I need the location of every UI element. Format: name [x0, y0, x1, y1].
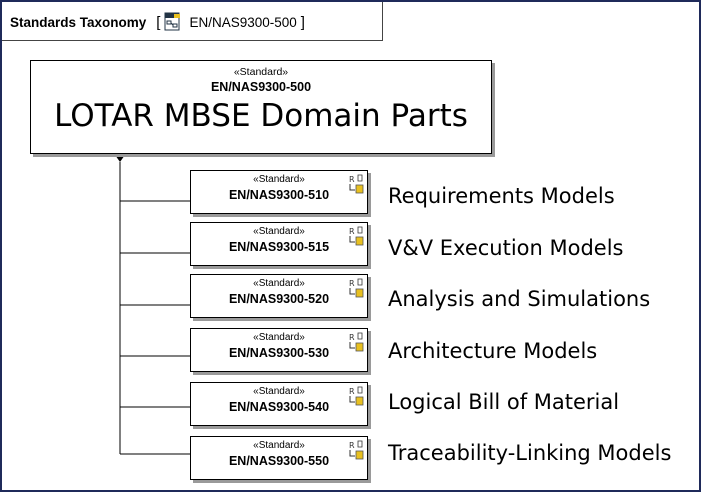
requirement-icon: R — [347, 439, 365, 461]
requirement-icon: R — [347, 385, 365, 407]
stereotype-label: «Standard» — [253, 332, 305, 343]
part-label: Requirements Models — [388, 184, 615, 208]
diagram-ref-label: EN/NAS9300-500 — [189, 14, 297, 30]
svg-text:R: R — [349, 175, 355, 184]
svg-text:R: R — [349, 441, 355, 450]
standard-code: EN/NAS9300-500 — [210, 80, 312, 94]
standard-code: EN/NAS9300-530 — [228, 346, 330, 360]
diagram-tab[interactable]: Standards Taxonomy [ EN/NAS9300-500 ] — [10, 8, 319, 36]
diagram-name: Standards Taxonomy — [10, 14, 147, 30]
requirement-icon: R — [347, 277, 365, 299]
svg-text:R: R — [349, 333, 355, 342]
standard-block-515[interactable]: «Standard» EN/NAS9300-515 R — [190, 222, 368, 266]
package-diagram-icon — [164, 12, 182, 32]
bracket-close: ] — [300, 13, 305, 31]
standard-code: EN/NAS9300-540 — [228, 400, 330, 414]
svg-text:R: R — [349, 279, 355, 288]
part-label: Traceability-Linking Models — [388, 441, 672, 465]
standard-block-510[interactable]: «Standard» EN/NAS9300-510 R — [190, 170, 368, 214]
root-standard-block[interactable]: «Standard» EN/NAS9300-500 LOTAR MBSE Dom… — [30, 60, 492, 154]
standard-block-550[interactable]: «Standard» EN/NAS9300-550 R — [190, 436, 368, 480]
standard-block-520[interactable]: «Standard» EN/NAS9300-520 R — [190, 274, 368, 318]
standard-block-540[interactable]: «Standard» EN/NAS9300-540 R — [190, 382, 368, 426]
svg-text:R: R — [349, 387, 355, 396]
standard-code: EN/NAS9300-550 — [228, 454, 330, 468]
svg-text:R: R — [349, 227, 355, 236]
standard-code: EN/NAS9300-510 — [228, 188, 330, 202]
part-label: V&V Execution Models — [388, 236, 624, 260]
diagram-tab-border — [2, 2, 383, 41]
standard-block-530[interactable]: «Standard» EN/NAS9300-530 R — [190, 328, 368, 372]
root-title: LOTAR MBSE Domain Parts — [54, 98, 468, 134]
part-label: Architecture Models — [388, 339, 598, 363]
stereotype-label: «Standard» — [253, 174, 305, 185]
bracket-open: [ — [156, 13, 161, 31]
requirement-icon: R — [347, 225, 365, 247]
stereotype-label: «Standard» — [253, 440, 305, 451]
part-label: Analysis and Simulations — [388, 287, 651, 311]
standard-code: EN/NAS9300-515 — [228, 240, 330, 254]
part-label: Logical Bill of Material — [388, 390, 620, 414]
stereotype-label: «Standard» — [253, 278, 305, 289]
requirement-icon: R — [347, 331, 365, 353]
stereotype-label: «Standard» — [233, 66, 289, 78]
standard-code: EN/NAS9300-520 — [228, 292, 330, 306]
stereotype-label: «Standard» — [253, 226, 305, 237]
stereotype-label: «Standard» — [253, 386, 305, 397]
requirement-icon: R — [347, 173, 365, 195]
